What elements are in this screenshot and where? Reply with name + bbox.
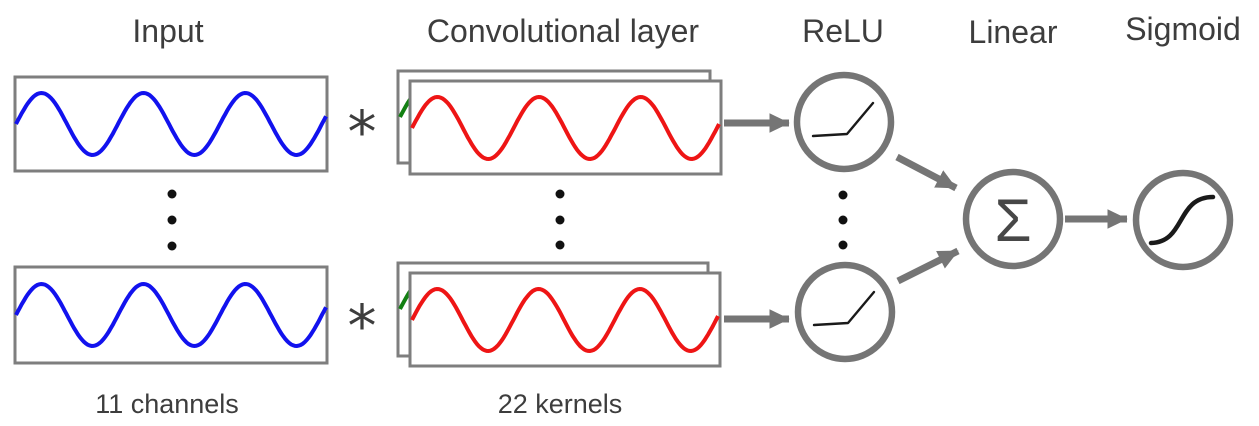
arrow-relu-to-linear bbox=[895, 153, 958, 192]
input-label: Input bbox=[132, 13, 203, 49]
dot bbox=[555, 215, 565, 225]
relu-node bbox=[794, 261, 896, 363]
ellipsis-dots-relu bbox=[838, 190, 848, 250]
input-signal-wave bbox=[14, 281, 328, 349]
dot bbox=[838, 190, 848, 200]
ellipsis-dots-kernels bbox=[555, 189, 565, 250]
relu-node bbox=[793, 71, 895, 173]
relu-function-icon bbox=[812, 290, 876, 327]
linear-node bbox=[962, 168, 1064, 270]
conv-layer-label: Convolutional layer bbox=[427, 13, 700, 49]
sigmoid-curve-icon bbox=[1148, 194, 1216, 246]
dot bbox=[167, 241, 177, 251]
input-signal-wave bbox=[14, 90, 328, 158]
channels-caption: 11 channels bbox=[95, 389, 239, 419]
dot bbox=[555, 189, 565, 199]
dot bbox=[838, 215, 848, 225]
relu-label: ReLU bbox=[802, 13, 884, 49]
relu-function-icon bbox=[811, 101, 875, 138]
ellipsis-dots-input bbox=[167, 189, 177, 251]
linear-label: Linear bbox=[969, 14, 1058, 50]
arrow-relu-to-linear bbox=[896, 247, 960, 285]
signal-boxes bbox=[13, 69, 723, 368]
dot bbox=[167, 215, 177, 225]
dot bbox=[838, 240, 848, 250]
dot bbox=[555, 240, 565, 250]
stage-labels: Input Convolutional layer ReLU Linear Si… bbox=[95, 11, 1241, 419]
kernel-wave bbox=[410, 286, 720, 354]
dot bbox=[167, 189, 177, 199]
summation-icon: Σ bbox=[994, 187, 1031, 254]
convolution-operator-icon: * bbox=[348, 98, 377, 166]
node-glyphs bbox=[811, 101, 1216, 327]
sigmoid-label: Sigmoid bbox=[1125, 11, 1241, 47]
kernels-caption: 22 kernels bbox=[498, 389, 623, 419]
kernel-wave bbox=[410, 94, 721, 162]
convolution-operator-icon: * bbox=[348, 292, 377, 360]
flow-arrows bbox=[724, 113, 1128, 329]
